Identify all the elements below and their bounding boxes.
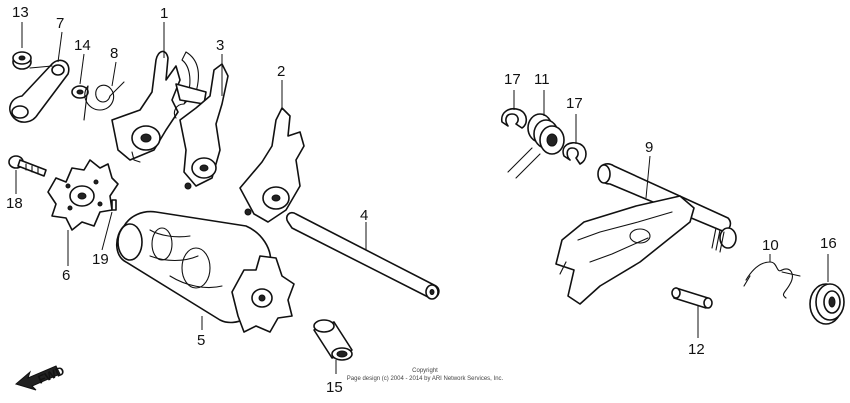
callout-3: 3 — [216, 37, 224, 54]
part-5-shift-drum — [115, 210, 295, 333]
callout-18: 18 — [6, 195, 23, 212]
callout-13: 13 — [12, 4, 29, 21]
callout-17-lower: 17 — [566, 95, 583, 112]
fwd-arrow-icon — [14, 365, 61, 391]
part-13-nut — [12, 51, 32, 70]
callout-15: 15 — [326, 379, 343, 396]
callout-7: 7 — [56, 15, 64, 32]
callout-17-upper: 17 — [504, 71, 521, 88]
part-16-oil-seal — [809, 283, 845, 325]
callout-5: 5 — [197, 332, 205, 349]
part-15-bearing — [313, 319, 353, 361]
part-11-return-spring — [507, 113, 565, 179]
part-7-stopper-arm — [9, 59, 70, 123]
callout-4: 4 — [360, 207, 368, 224]
part-12-pin-bolt — [671, 287, 713, 309]
part-19-pin — [111, 199, 117, 211]
part-9-gearshift-spindle — [555, 163, 737, 305]
callout-labels: 13 7 14 8 1 3 2 4 5 6 19 18 15 17 11 17 … — [6, 4, 837, 396]
part-17-circlip-upper — [500, 107, 528, 129]
callout-19: 19 — [92, 251, 109, 268]
callout-16: 16 — [820, 235, 837, 252]
part-6-cam-plate — [47, 159, 119, 231]
part-4-fork-shaft — [285, 211, 440, 300]
copyright-line-2: Page design (c) 2004 - 2014 by ARI Netwo… — [347, 376, 504, 382]
part-10-spring — [743, 261, 801, 299]
leader-lines — [15, 22, 829, 374]
callout-9: 9 — [645, 139, 653, 156]
part-3-shift-fork — [173, 63, 229, 190]
callout-2: 2 — [277, 63, 285, 80]
part-18-bolt — [8, 155, 47, 177]
callout-1: 1 — [160, 5, 168, 22]
part-14-washer — [71, 85, 89, 99]
fwd-label: FWD — [36, 363, 67, 386]
callout-14: 14 — [74, 37, 91, 54]
copyright-line-1: Copyright — [412, 368, 438, 374]
part-8-stopper-spring — [83, 81, 125, 121]
part-1-shift-fork — [111, 50, 207, 163]
part-2-shift-fork — [239, 107, 305, 223]
callout-6: 6 — [62, 267, 70, 284]
callout-11: 11 — [534, 71, 550, 88]
part-17-circlip-lower — [562, 141, 587, 165]
callout-10: 10 — [762, 237, 779, 254]
callout-12: 12 — [688, 341, 705, 358]
callout-8: 8 — [110, 45, 118, 62]
